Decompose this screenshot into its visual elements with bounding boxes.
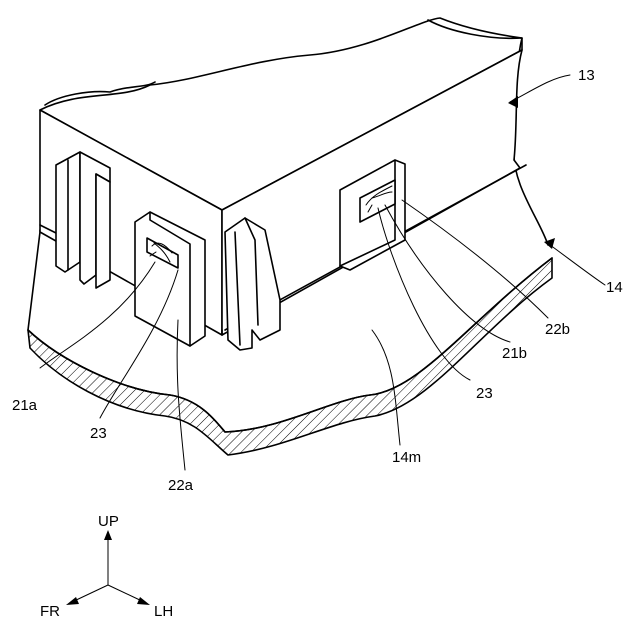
axis-up-label: UP: [98, 513, 119, 530]
axis-fr-label: FR: [40, 603, 60, 620]
left-channel-bracket: [56, 152, 110, 288]
axis-lh-line: [108, 585, 144, 602]
battery-case-13: [40, 18, 548, 335]
label-14m: 14m: [392, 449, 421, 466]
axis-fr-arrowhead: [66, 597, 79, 605]
axis-fr-line: [72, 585, 108, 602]
axis-lh-arrowhead: [137, 597, 150, 605]
axis-up-arrowhead: [104, 530, 112, 540]
label-22b: 22b: [545, 321, 570, 338]
leader-13: [510, 75, 570, 102]
label-22a: 22a: [168, 477, 194, 494]
label-21a: 21a: [12, 397, 38, 414]
axis-lh-label: LH: [154, 603, 173, 620]
leader-14: [546, 242, 605, 285]
label-13: 13: [578, 67, 595, 84]
orientation-axes: UP FR LH: [40, 513, 173, 620]
label-23-left: 23: [90, 425, 107, 442]
label-23-right: 23: [476, 385, 493, 402]
label-14: 14: [606, 279, 623, 296]
label-21b: 21b: [502, 345, 527, 362]
floor-surface-edge: [28, 230, 40, 330]
